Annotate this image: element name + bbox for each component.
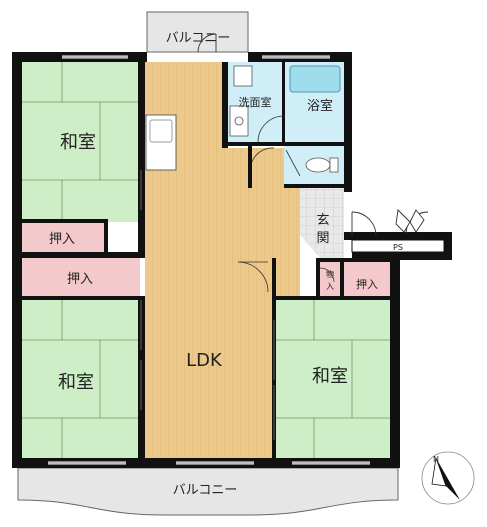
tatami-lines [22,62,390,458]
entrance-door-leaves [395,209,425,233]
bathroom-door[interactable] [257,115,285,143]
monoire-area [320,262,340,296]
washing-machine-space [233,65,253,87]
washitsu-right-label: 和室 [312,366,348,387]
balcony-top-door[interactable] [197,33,217,53]
oshiire-3-area [344,262,390,296]
entrance-label-1: 玄 [316,213,329,228]
ldk-floor [145,62,272,458]
washitsu-left-bottom [22,300,140,458]
interior-doors[interactable] [237,261,335,293]
ps-label: PS [393,243,403,252]
compass-icon: N [421,451,475,505]
washitsu-left-bottom-label: 和室 [58,372,94,393]
oshiire-2-label: 押入 [67,272,93,287]
ldk-label: LDK [186,350,223,371]
washitsu-right [276,300,390,458]
washroom-label: 洗面室 [239,95,272,109]
compass-north-label: N [433,455,439,464]
balcony-bottom: バルコニー [17,467,399,516]
monoire-label-1: 物 [326,269,334,279]
kitchen-counter [145,114,177,171]
monoire-label-2: 入 [326,282,334,291]
ps-box: PS [351,239,445,253]
toilet-door[interactable] [251,147,301,177]
sliding-doors [140,170,275,440]
bathroom-label: 浴室 [307,98,333,114]
window-frames [48,56,370,464]
oshiire-1-label: 押入 [49,232,75,247]
balcony-top: バルコニー [146,11,249,53]
entrance-label-2: 関 [316,231,329,246]
balcony-top-label: バルコニー [166,31,231,46]
bathtub [289,65,341,93]
balcony-bottom-label: バルコニー [173,483,238,498]
toilet-fixture [305,157,339,173]
washitsu-left-top-label: 和室 [60,132,96,153]
oshiire-2-area [22,258,140,296]
washitsu-left-top [22,62,140,222]
oshiire-1-area [22,222,104,252]
washbasin [229,105,249,137]
entrance-area [300,188,344,258]
oshiire-3-label: 押入 [356,277,378,291]
